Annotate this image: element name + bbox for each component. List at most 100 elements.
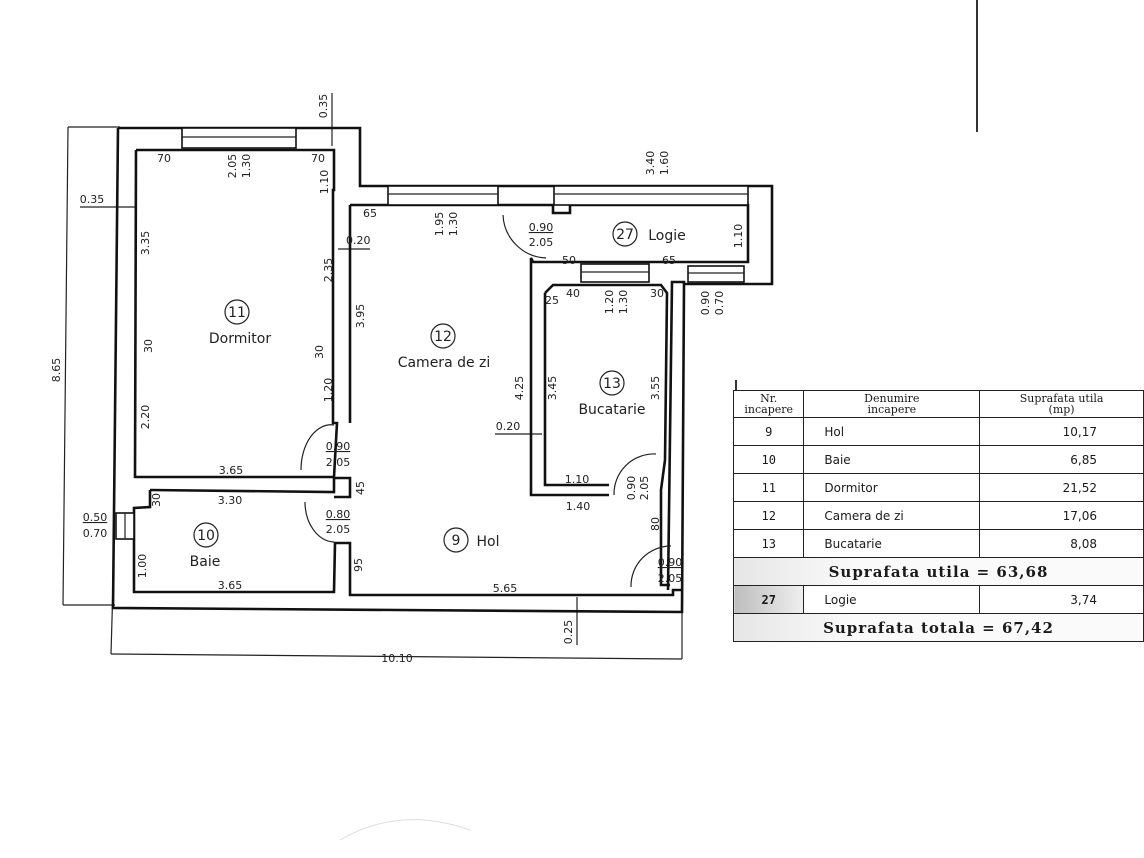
svg-text:1.30: 1.30 <box>617 290 630 315</box>
header-area: Suprafata utila(mp) <box>979 390 1144 418</box>
room-12-name: Camera de zi <box>398 355 491 371</box>
header-nr: Nr.incapere <box>732 390 805 418</box>
door-entry <box>630 545 672 588</box>
margin-line <box>976 0 978 132</box>
svg-text:3.65: 3.65 <box>218 579 243 592</box>
windows <box>115 127 749 540</box>
room-11-name: Dormitor <box>209 331 271 347</box>
svg-text:0.90: 0.90 <box>326 440 351 453</box>
svg-text:30: 30 <box>142 339 155 353</box>
svg-text:1.10: 1.10 <box>318 170 331 195</box>
room-13-number: 13 <box>603 376 621 392</box>
window-dormitor <box>181 127 297 149</box>
svg-text:2.05: 2.05 <box>658 572 683 585</box>
room-9-number: 9 <box>452 533 461 549</box>
svg-text:1.10: 1.10 <box>565 473 590 486</box>
svg-text:0.20: 0.20 <box>346 234 371 247</box>
svg-text:2.05: 2.05 <box>326 523 351 536</box>
svg-text:25: 25 <box>545 294 559 307</box>
svg-text:0.35: 0.35 <box>317 94 330 119</box>
svg-text:3.95: 3.95 <box>354 304 367 329</box>
svg-text:45: 45 <box>354 481 367 495</box>
scan-artifact <box>339 819 471 841</box>
table-row-logie: 27 Logie 3,74 <box>732 585 1144 614</box>
window-logie <box>553 185 749 206</box>
room-9-name: Hol <box>477 534 500 550</box>
doors <box>300 214 672 588</box>
dimension-labels: 8.65 10.10 0.35 0.35 0.25 70 70 2.05 1.3… <box>50 94 745 665</box>
door-bucatarie <box>613 453 657 496</box>
svg-text:1.30: 1.30 <box>240 154 253 179</box>
room-10-number: 10 <box>197 528 215 544</box>
svg-text:3.45: 3.45 <box>546 376 559 401</box>
room-11-number: 11 <box>228 305 246 321</box>
svg-text:8.65: 8.65 <box>50 358 63 383</box>
svg-text:0.70: 0.70 <box>83 527 108 540</box>
svg-text:3.35: 3.35 <box>139 231 152 256</box>
room-labels: 11 Dormitor 12 Camera de zi 13 Bucatarie… <box>190 221 686 570</box>
table-row: 11 Dormitor 21,52 <box>732 473 1144 502</box>
svg-text:80: 80 <box>649 517 662 531</box>
svg-text:1.30: 1.30 <box>447 212 460 237</box>
svg-text:2.20: 2.20 <box>139 405 152 430</box>
svg-text:10.10: 10.10 <box>381 652 413 665</box>
svg-text:0.90: 0.90 <box>658 556 683 569</box>
svg-text:30: 30 <box>313 345 326 359</box>
svg-text:30: 30 <box>650 287 664 300</box>
svg-text:2.05: 2.05 <box>638 476 651 501</box>
svg-text:3.65: 3.65 <box>219 464 244 477</box>
svg-text:50: 50 <box>562 254 576 267</box>
window-camera <box>387 185 499 206</box>
svg-text:1.95: 1.95 <box>433 212 446 237</box>
room-12-number: 12 <box>434 329 452 345</box>
overall-dimension-lines <box>62 93 683 660</box>
table-row: 13 Bucatarie 8,08 <box>732 529 1144 558</box>
svg-text:2.05: 2.05 <box>226 154 239 179</box>
svg-text:70: 70 <box>311 152 325 165</box>
table-row: 10 Baie 6,85 <box>732 445 1144 474</box>
svg-text:65: 65 <box>363 207 377 220</box>
svg-text:0.35: 0.35 <box>80 193 105 206</box>
room-13-name: Bucatarie <box>578 402 645 418</box>
subtotal-row: Suprafata utila = 63,68 <box>733 557 1144 586</box>
table-row: 12 Camera de zi 17,06 <box>732 501 1144 530</box>
svg-text:0.80: 0.80 <box>326 508 351 521</box>
room-27-name: Logie <box>648 228 686 244</box>
svg-text:0.20: 0.20 <box>496 420 521 433</box>
svg-text:95: 95 <box>352 558 365 572</box>
svg-text:0.90: 0.90 <box>529 221 554 234</box>
svg-text:0.90: 0.90 <box>699 291 712 316</box>
svg-text:1.20: 1.20 <box>603 290 616 315</box>
svg-text:3.30: 3.30 <box>218 494 243 507</box>
svg-text:1.40: 1.40 <box>566 500 591 513</box>
table-rule <box>735 380 737 392</box>
window-right <box>687 265 745 283</box>
door-logie <box>502 214 547 259</box>
svg-text:0.90: 0.90 <box>625 476 638 501</box>
svg-text:1.20: 1.20 <box>322 378 335 403</box>
svg-text:0.25: 0.25 <box>562 620 575 645</box>
svg-text:2.05: 2.05 <box>529 236 554 249</box>
svg-text:70: 70 <box>157 152 171 165</box>
room-27-number: 27 <box>616 227 634 243</box>
room-10-name: Baie <box>190 554 221 570</box>
svg-text:1.10: 1.10 <box>732 224 745 249</box>
svg-text:40: 40 <box>566 287 580 300</box>
svg-text:65: 65 <box>662 254 676 267</box>
svg-text:3.55: 3.55 <box>649 376 662 401</box>
svg-text:5.65: 5.65 <box>493 582 518 595</box>
door-dormitor <box>300 424 335 471</box>
door-baie <box>304 501 335 543</box>
svg-text:2.05: 2.05 <box>326 456 351 469</box>
svg-text:4.25: 4.25 <box>513 376 526 401</box>
svg-text:1.60: 1.60 <box>658 151 671 176</box>
svg-text:3.40: 3.40 <box>644 151 657 176</box>
table-row: 9 Hol 10,17 <box>732 417 1144 446</box>
svg-text:30: 30 <box>150 493 163 507</box>
svg-text:0.50: 0.50 <box>83 511 108 524</box>
svg-text:1.00: 1.00 <box>136 554 149 579</box>
